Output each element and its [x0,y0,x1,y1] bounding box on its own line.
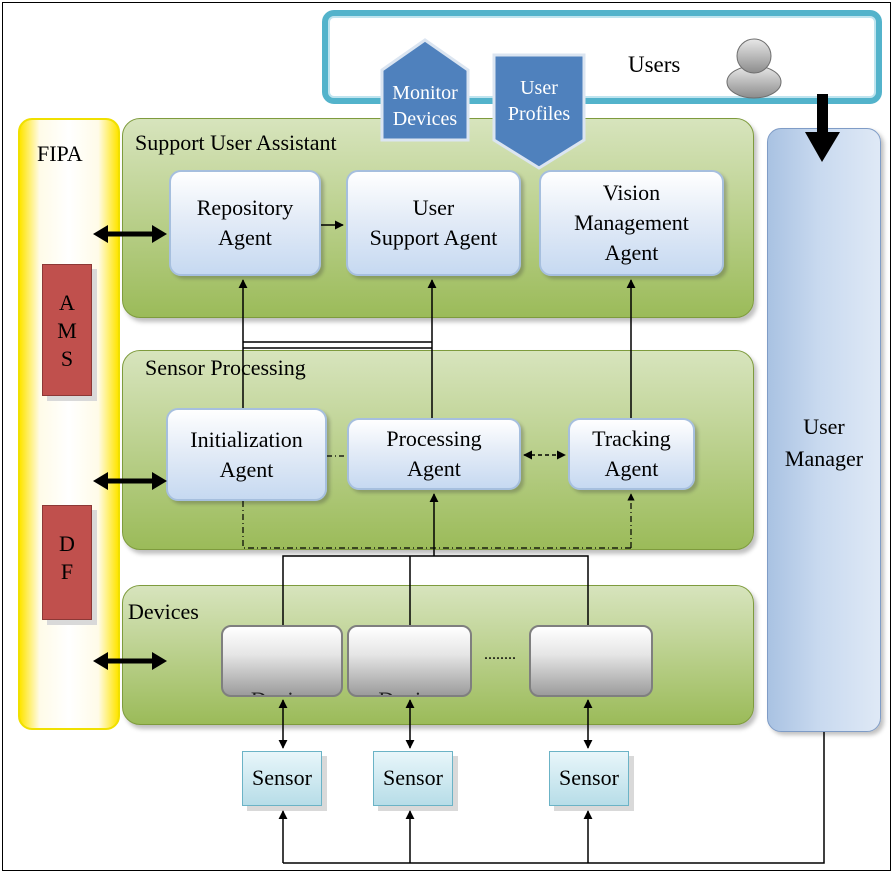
ams-box: A M S [42,264,92,396]
repository-agent: Repository Agent [169,170,321,276]
devices-to-processing-connectors [282,493,589,625]
device-label: Device [378,687,440,695]
device-label: Device [251,687,313,695]
agent-label-line: Agent [218,225,272,250]
devices-panel-title: Devices [128,599,199,624]
device-box: Device [221,625,343,697]
user-manager-line: User [803,414,845,439]
agent-label-line: Tracking [592,426,671,451]
sensor-box: Sensor [242,751,322,806]
manager-to-sensors-bus [278,732,825,864]
devices-ellipsis: ........ [484,646,516,663]
users-label: Users [628,52,681,77]
fipa-link-arrow [93,652,167,670]
device-box [529,625,653,697]
processing-to-support-connectors [238,279,636,418]
user-support-agent: User Support Agent [346,170,521,276]
sensor-label: Sensor [559,765,619,790]
pentagon-text: Profiles [508,103,570,125]
agent-label-line: Support Agent [369,225,498,250]
tracking-agent: Tracking Agent [568,418,695,490]
fipa-platform [18,118,120,730]
agent-label-line: Vision [602,180,661,205]
sensor-box: Sensor [549,751,629,806]
device-sensor-arrows [278,699,593,749]
ams-letter: A [59,290,75,315]
sensor-label: Sensor [383,765,443,790]
pentagon-text: Devices [393,108,458,130]
agent-label-line: Repository [196,195,294,220]
agent-label-line: Agent [604,456,659,481]
user-silhouette-icon [726,38,782,99]
sensor-panel-title: Sensor Processing [145,355,306,380]
df-box: D F [42,505,92,620]
monitor-devices-pentagon: Monitor Devices [380,38,470,142]
user-profiles-pentagon: User Profiles [492,53,586,170]
support-panel-title: Support User Assistant [135,130,337,155]
df-letter: F [60,559,74,584]
agent-label-line: Agent [219,456,274,482]
fipa-label: FIPA [37,141,83,166]
agent-label-line: Management [574,210,689,235]
pentagon-text: Monitor [392,82,458,104]
agent-label-line: Agent [604,240,659,265]
ams-letter: M [57,318,77,343]
user-manager-line: Manager [784,446,864,471]
processing-agent: Processing Agent [347,418,521,490]
agent-label-line: Processing [386,426,482,451]
device-box: Device [347,625,472,697]
sensor-box: Sensor [373,751,453,806]
agent-label-line: Agent [407,456,461,481]
initialization-agent: Initialization Agent [166,408,327,501]
dashdot-bus [242,493,635,549]
df-letter: D [59,531,75,556]
vision-management-agent: Vision Management Agent [539,170,724,276]
ams-letter: S [60,346,74,371]
fipa-link-arrow [93,225,167,243]
pentagon-text: User [520,77,558,99]
agent-label-line: User [412,195,455,220]
fipa-link-arrow [93,472,167,490]
user-manager-box: User Manager [767,128,881,732]
agent-label-line: Initialization [190,426,303,452]
users-to-manager-arrow [805,94,840,162]
sensor-label: Sensor [252,765,312,790]
